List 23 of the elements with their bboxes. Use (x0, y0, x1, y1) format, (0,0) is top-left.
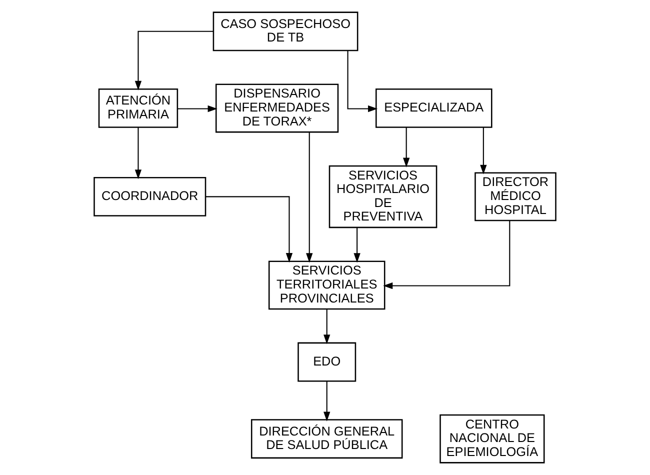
arrow (134, 127, 142, 180)
arrow (306, 132, 313, 263)
arrow (324, 381, 330, 422)
node-box: DISPENSARIO ENFERMEDADES DE TORAX* (215, 84, 339, 133)
arrow (347, 50, 378, 112)
arrow (324, 309, 330, 344)
arrow (206, 196, 293, 263)
node-box: SERVICIOS HOSPITALARIO DE PREVENTIVA (328, 165, 438, 228)
node-box: COORDINADOR (94, 177, 206, 216)
node-box: CENTRO NACIONAL DE EPIEMIOLOGÍA (440, 414, 545, 464)
arrow (403, 127, 410, 168)
node-box: DIRECTOR MÉDICO HOSPITAL (474, 172, 556, 222)
node-box: DIRECCIÓN GENERAL DE SALUD PÚBLICA (250, 419, 403, 459)
arrow (480, 127, 487, 174)
arrow (383, 220, 510, 290)
node-box: ATENCIÓN PRIMARIA (98, 88, 178, 128)
arrow (134, 30, 214, 90)
arrow (354, 228, 360, 263)
node-box: CASO SOSPECHOSO DE TB (212, 12, 358, 52)
node-box: ESPECIALIZADA (376, 88, 492, 128)
node-box: EDO (298, 342, 356, 382)
arrow (178, 105, 218, 112)
node-box: SERVICIOS TERRITORIALES PROVINCIALES (268, 260, 386, 310)
